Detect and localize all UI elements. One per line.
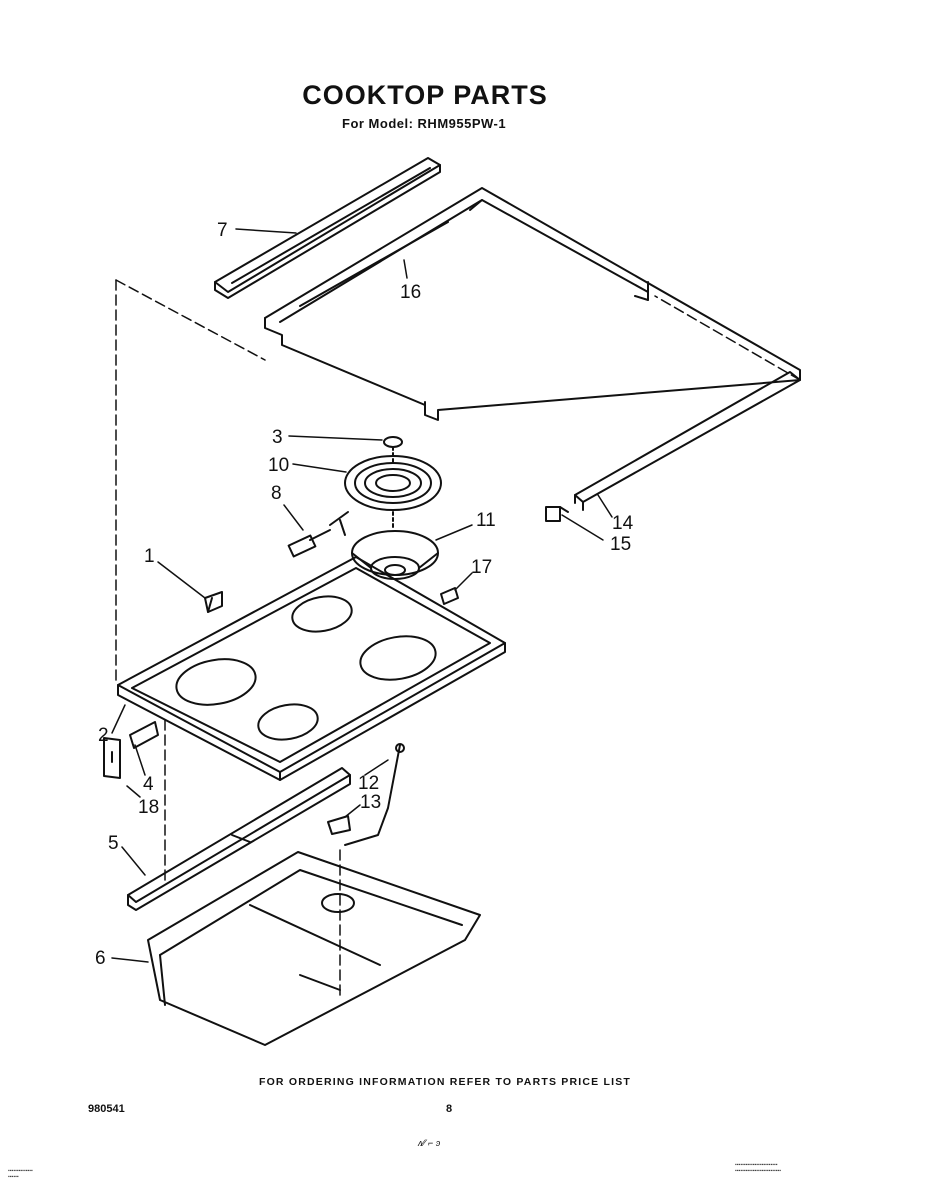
callout-7: 7	[217, 220, 228, 241]
callout-labels: 7 16 3 10 8 11 14 15 1 17 2 4 18 12 13 5…	[95, 220, 634, 969]
part-10-element	[329, 455, 442, 536]
part-11-drip-bowl	[351, 530, 439, 580]
callout-1: 1	[144, 546, 155, 567]
document-number: 980541	[88, 1103, 125, 1115]
callout-17: 17	[471, 557, 492, 578]
part-14-rail	[574, 371, 801, 511]
callout-2: 2	[98, 725, 109, 746]
callout-18: 18	[138, 797, 159, 818]
part-7-trim-strip	[214, 157, 441, 299]
part-8-terminal-block	[287, 529, 331, 558]
part-5-channel	[127, 767, 351, 911]
callout-5: 5	[108, 833, 119, 854]
cooktop-main-top	[117, 556, 506, 781]
part-1-bracket	[204, 591, 223, 613]
callout-10: 10	[268, 455, 289, 476]
callout-4: 4	[143, 774, 154, 795]
callout-12: 12	[358, 773, 379, 794]
callout-11: 11	[476, 510, 496, 531]
part-16-frame	[264, 187, 801, 421]
callout-16: 16	[400, 282, 421, 303]
alignment-lines	[115, 279, 801, 1001]
callout-3: 3	[272, 427, 283, 448]
part-6-pan	[147, 851, 481, 1046]
leader-lines	[111, 228, 613, 963]
callout-8: 8	[271, 483, 282, 504]
page-number: 8	[446, 1103, 453, 1115]
callout-13: 13	[360, 792, 381, 813]
page-title: COOKTOP PARTS	[302, 80, 548, 110]
part-17-clip	[440, 587, 459, 605]
part-2-4-18-hinge	[103, 721, 159, 779]
handwritten-mark: ʌ⁄⁄ ⌐ ͽ	[418, 1138, 441, 1148]
fine-print-left: ▪▪▪▪▪▪▪▪▪▪▪▪▪▪▪▪▪▪▪▪	[8, 1168, 33, 1180]
ordering-note: FOR ORDERING INFORMATION REFER TO PARTS …	[258, 1076, 632, 1088]
part-12-wire	[344, 743, 405, 846]
model-subtitle: For Model: RHM955PW-1	[342, 116, 507, 131]
callout-15: 15	[610, 534, 631, 555]
part-13-clip	[327, 815, 351, 835]
fine-print-right: ▪▪▪▪▪▪▪▪▪▪▪▪▪▪▪▪▪▪▪▪▪▪▪▪▪▪▪▪▪▪▪▪▪▪▪▪▪▪▪▪…	[735, 1162, 782, 1174]
callout-6: 6	[95, 948, 106, 969]
part-15-clip	[545, 506, 569, 522]
callout-14: 14	[612, 513, 634, 534]
part-3-cap	[383, 436, 403, 448]
